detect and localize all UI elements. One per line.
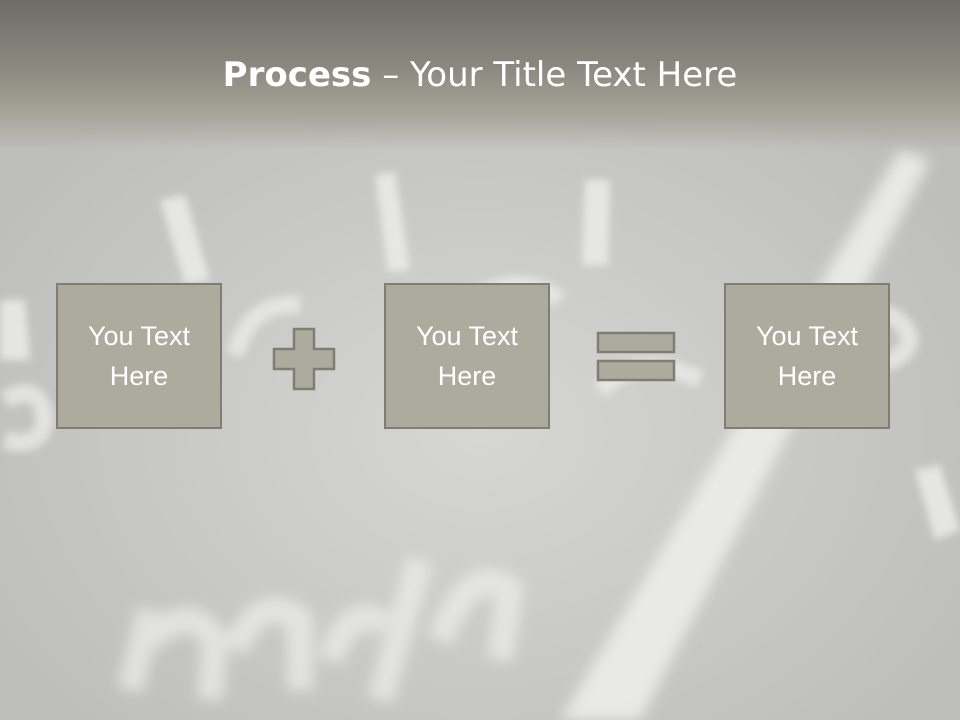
plus-icon: [272, 327, 336, 391]
process-box-3-text: You Text Here: [755, 321, 859, 391]
process-box-3: You Text Here: [724, 283, 890, 429]
slide-title: Process – Your Title Text Here: [0, 52, 960, 98]
title-bold: Process: [222, 55, 372, 95]
title-rest: Your Title Text Here: [410, 55, 738, 95]
process-box-2-text: You Text Here: [415, 321, 519, 391]
title-bar: [0, 0, 960, 150]
title-dash: –: [371, 55, 411, 95]
equals-icon: [596, 331, 676, 382]
process-box-1: You Text Here: [56, 283, 222, 429]
process-box-2: You Text Here: [384, 283, 550, 429]
process-box-1-text: You Text Here: [87, 321, 191, 391]
